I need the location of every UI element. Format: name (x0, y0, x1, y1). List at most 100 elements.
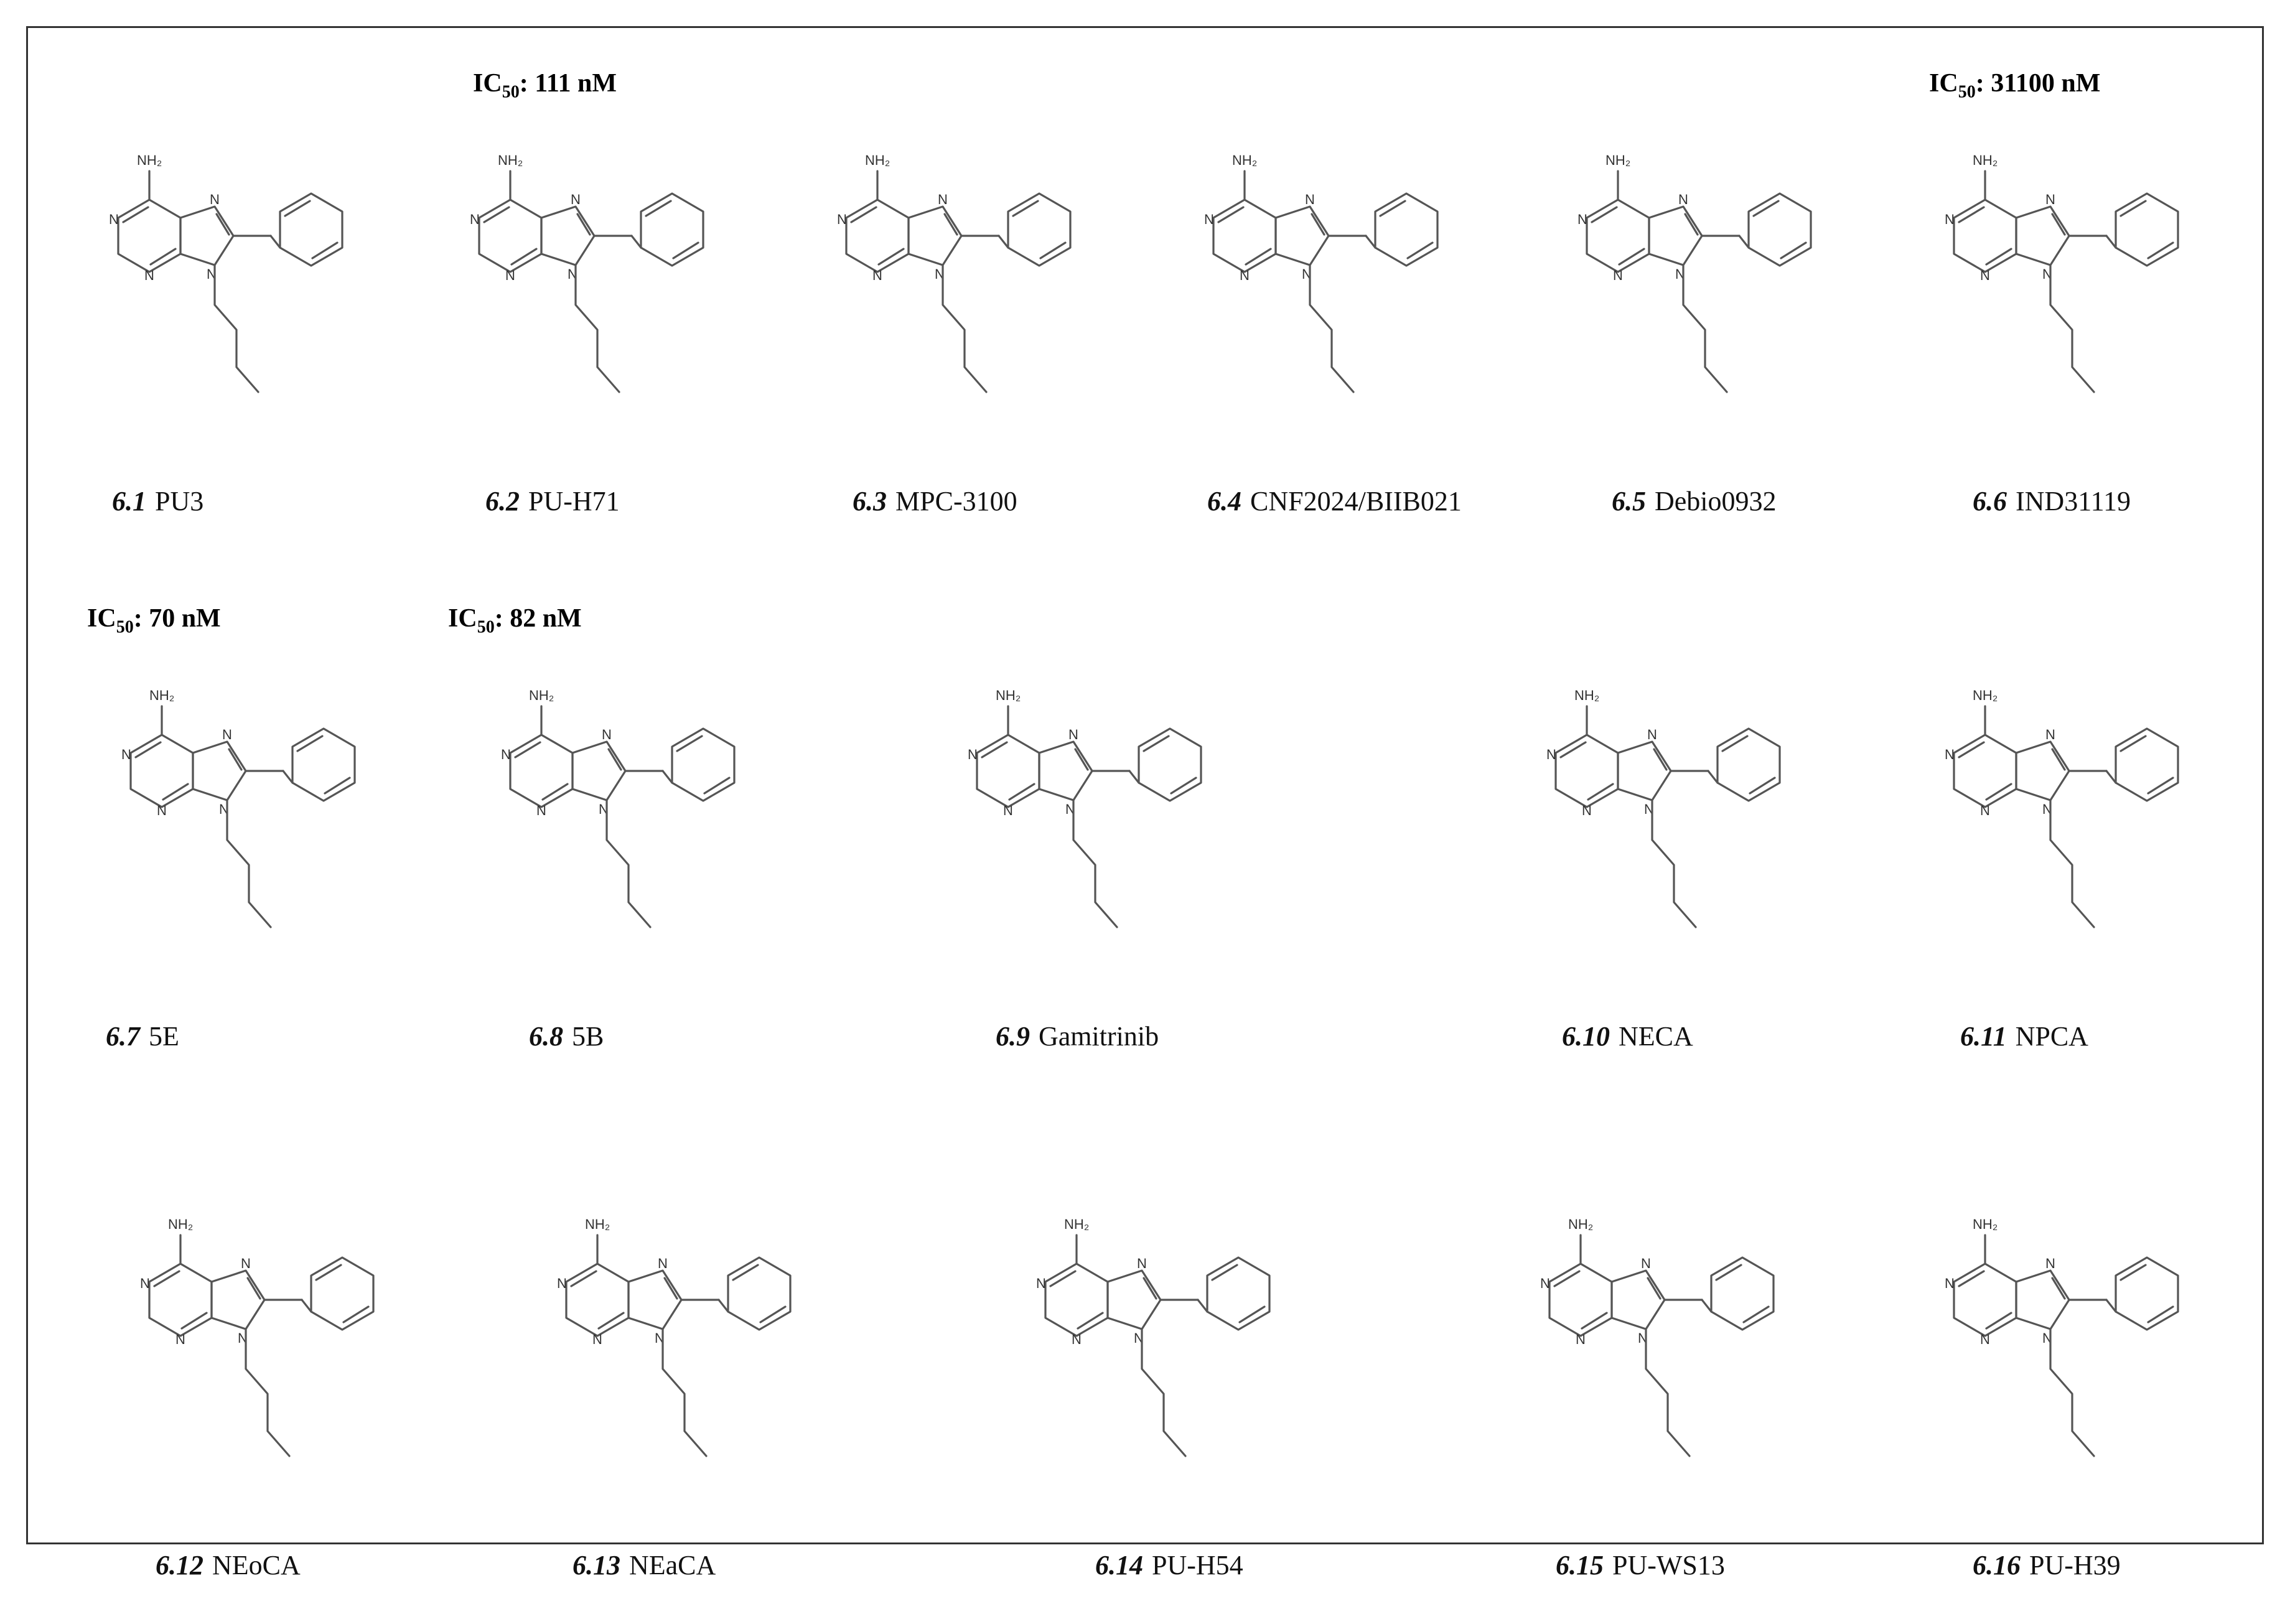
ic50-value: IC50: 111 nM (473, 69, 617, 102)
svg-text:N: N (1003, 803, 1013, 818)
compound-6-11: NH₂ N N N N (1879, 597, 2253, 1095)
compound-name: NEaCA (629, 1550, 716, 1580)
compound-number: 6.1 (112, 486, 146, 516)
svg-text:NH₂: NH₂ (996, 688, 1021, 703)
svg-text:N: N (1576, 1332, 1586, 1347)
compound-number: 6.3 (853, 486, 887, 516)
compound-number: 6.8 (529, 1021, 563, 1052)
compound-name: Gamitrinib (1039, 1021, 1159, 1052)
compound-label: 6.16 PU-H39 (1973, 1549, 2121, 1581)
svg-text:N: N (1204, 212, 1214, 227)
compound-label: 6.2 PU-H71 (485, 485, 620, 517)
compound-number: 6.16 (1973, 1550, 2021, 1580)
svg-text:N: N (121, 747, 131, 762)
compound-number: 6.9 (996, 1021, 1030, 1052)
compound-name: PU3 (155, 486, 204, 516)
molecule-structure: NH₂ N N N N (1481, 597, 1854, 983)
svg-text:N: N (140, 1276, 150, 1291)
compound-label: 6.1 PU3 (112, 485, 203, 517)
svg-text:N: N (1240, 268, 1250, 283)
svg-text:NH₂: NH₂ (1973, 152, 1998, 168)
svg-text:N: N (1980, 1332, 1990, 1347)
compound-name: IND31119 (2016, 486, 2131, 516)
svg-text:N: N (571, 192, 581, 207)
svg-text:NH₂: NH₂ (529, 688, 554, 703)
svg-text:N: N (872, 268, 882, 283)
molecule-structure: NH₂ N N N N (902, 597, 1276, 983)
compound-number: 6.15 (1556, 1550, 1604, 1580)
svg-text:N: N (109, 212, 119, 227)
compound-name: CNF2024/BIIB021 (1250, 486, 1462, 516)
svg-text:N: N (592, 1332, 602, 1347)
molecule-structure: NH₂ N N N N (1879, 1126, 2253, 1512)
compound-name: PU-H39 (2029, 1550, 2121, 1580)
svg-text:N: N (2045, 727, 2055, 742)
molecule-structure: NH₂ N N N N (436, 597, 809, 983)
molecule-structure: NH₂ N N N N (1879, 62, 2253, 448)
svg-text:N: N (470, 212, 480, 227)
svg-text:N: N (1647, 727, 1657, 742)
svg-text:N: N (175, 1332, 185, 1347)
compound-number: 6.10 (1562, 1021, 1610, 1052)
svg-text:N: N (210, 192, 220, 207)
svg-text:NH₂: NH₂ (1973, 1216, 1998, 1232)
compound-number: 6.13 (572, 1550, 620, 1580)
svg-text:N: N (1980, 268, 1990, 283)
compound-name: PU-H54 (1152, 1550, 1243, 1580)
svg-text:N: N (1613, 268, 1623, 283)
svg-text:N: N (1305, 192, 1315, 207)
compound-6-16: NH₂ N N N N (1879, 1126, 2253, 1624)
svg-text:N: N (157, 803, 167, 818)
compound-number: 6.11 (1960, 1021, 2007, 1052)
compound-6-10: NH₂ N N N N (1481, 597, 1854, 1095)
svg-text:N: N (501, 747, 511, 762)
molecule-structure: NH₂ N N N N (1139, 62, 1512, 448)
svg-text:N: N (837, 212, 847, 227)
svg-text:NH₂: NH₂ (1605, 152, 1630, 168)
svg-text:N: N (968, 747, 978, 762)
compound-6-13: NH₂ N N N N (492, 1126, 865, 1624)
svg-text:N: N (1068, 727, 1078, 742)
svg-text:N: N (1945, 212, 1955, 227)
compound-number: 6.7 (106, 1021, 140, 1052)
svg-text:N: N (1540, 1276, 1550, 1291)
compound-number: 6.2 (485, 486, 520, 516)
compound-6-2: NH₂ N N N N (404, 62, 778, 560)
compound-6-3: NH₂ N N N N (772, 62, 1145, 560)
compound-name: NPCA (2015, 1021, 2088, 1052)
compound-6-15: NH₂ N N N N (1475, 1126, 1848, 1624)
svg-text:N: N (222, 727, 232, 742)
compound-label: 6.11 NPCA (1960, 1020, 2088, 1052)
compound-name: PU-H71 (528, 486, 620, 516)
ic50-value: IC50: 82 nM (448, 604, 582, 637)
ic50-value: IC50: 70 nM (87, 604, 221, 637)
molecule-structure: NH₂ N N N N (404, 62, 778, 448)
svg-text:N: N (602, 727, 612, 742)
svg-text:NH₂: NH₂ (1232, 152, 1257, 168)
compound-number: 6.5 (1612, 486, 1646, 516)
molecule-structure: NH₂ N N N N (1879, 597, 2253, 983)
svg-text:N: N (1582, 803, 1592, 818)
compound-6-4: NH₂ N N N N (1139, 62, 1512, 560)
molecule-structure: NH₂ N N N N (1475, 1126, 1848, 1512)
molecule-structure: NH₂ N N N N (56, 597, 429, 983)
compound-6-14: NH₂ N N N N (971, 1126, 1344, 1624)
svg-text:N: N (1577, 212, 1587, 227)
svg-text:NH₂: NH₂ (498, 152, 523, 168)
molecule-structure: NH₂ N N N N (75, 1126, 448, 1512)
svg-text:N: N (1980, 803, 1990, 818)
svg-text:N: N (557, 1276, 567, 1291)
ic50-value: IC50: 31100 nM (1929, 69, 2101, 102)
compound-name: MPC-3100 (895, 486, 1017, 516)
molecule-structure: NH₂ N N N N (492, 1126, 865, 1512)
svg-text:NH₂: NH₂ (168, 1216, 193, 1232)
compound-label: 6.13 NEaCA (572, 1549, 716, 1581)
molecule-structure: NH₂ N N N N (44, 62, 417, 448)
svg-text:N: N (1072, 1332, 1082, 1347)
